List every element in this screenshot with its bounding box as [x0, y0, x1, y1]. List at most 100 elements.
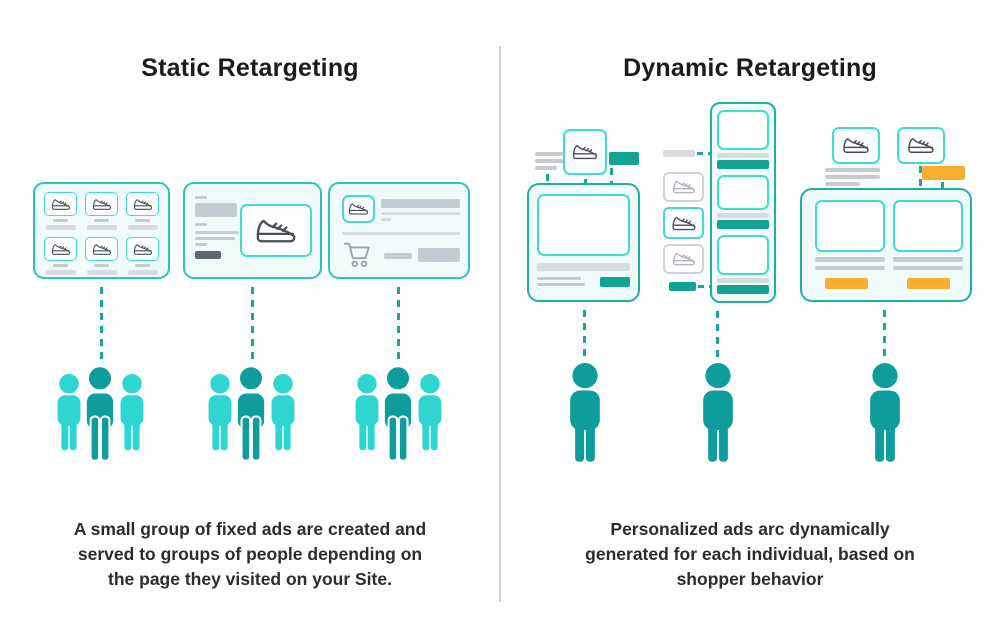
- person-icon: [79, 366, 121, 463]
- text-line-placeholder: [893, 266, 963, 270]
- audience-group: [350, 366, 447, 468]
- text-bar-placeholder: [717, 278, 769, 283]
- person-icon: [563, 363, 607, 464]
- text-bar-placeholder: [384, 253, 412, 259]
- product-thumb-inactive: [663, 244, 704, 274]
- dashed-connector: [397, 287, 400, 360]
- image-placeholder: [893, 200, 963, 252]
- text-line-placeholder: [825, 168, 880, 172]
- image-placeholder: [815, 200, 885, 252]
- text-bar-placeholder: [127, 270, 158, 275]
- dynamic-ad-frame-3: [800, 188, 972, 302]
- cta-button-teal: [717, 285, 769, 294]
- text-bar-placeholder: [86, 270, 117, 275]
- product-thumb: [85, 192, 118, 216]
- static-ad-grid-card: [33, 182, 170, 279]
- price-tag-teal: [609, 152, 639, 165]
- text-line-placeholder: [195, 243, 207, 246]
- cta-button-orange: [825, 278, 868, 289]
- text-bar-placeholder: [717, 153, 769, 158]
- dashed-connector: [697, 152, 715, 155]
- text-bar-placeholder: [381, 199, 460, 208]
- static-ad-article-card: [183, 182, 322, 279]
- sneaker-icon: [49, 197, 73, 212]
- product-thumb: [85, 237, 118, 261]
- person-icon: [230, 366, 272, 463]
- audience-group: [203, 366, 300, 468]
- image-placeholder: [717, 175, 769, 210]
- text-bar-placeholder: [663, 150, 695, 157]
- text-line-placeholder: [135, 264, 150, 267]
- divider-line: [499, 46, 501, 602]
- text-line-placeholder: [537, 283, 585, 286]
- sneaker-icon: [670, 250, 698, 268]
- dynamic-ad-frame-2: [710, 102, 776, 303]
- sneaker-icon: [669, 214, 699, 233]
- text-bar-placeholder: [45, 270, 76, 275]
- text-line-placeholder: [381, 212, 460, 215]
- product-cell: [43, 237, 78, 275]
- price-tag-orange: [922, 166, 965, 180]
- product-grid: [35, 184, 168, 277]
- product-cell: [125, 237, 160, 275]
- product-thumb: [126, 237, 159, 261]
- text-line-placeholder: [535, 159, 565, 163]
- dashed-connector: [698, 285, 714, 288]
- text-line-placeholder: [815, 266, 885, 270]
- cta-button-teal: [717, 220, 769, 229]
- sneaker-icon: [90, 197, 114, 212]
- sneaker-icon: [49, 242, 73, 257]
- person-icon: [377, 366, 419, 463]
- text-line-placeholder: [825, 182, 860, 186]
- sneaker-icon: [90, 242, 114, 257]
- product-thumb: [44, 237, 77, 261]
- image-placeholder: [717, 110, 769, 150]
- product-card: [897, 127, 945, 164]
- sneaker-icon: [569, 142, 601, 162]
- text-bar-placeholder: [717, 213, 769, 218]
- cta-button-orange: [907, 278, 950, 289]
- text-line-placeholder: [535, 152, 565, 156]
- dashed-connector: [716, 311, 719, 358]
- product-thumb-inactive: [663, 172, 704, 202]
- dashed-connector: [251, 287, 254, 360]
- text-line-placeholder: [135, 219, 150, 222]
- product-thumb: [342, 195, 375, 223]
- sneaker-icon: [839, 135, 873, 156]
- headline-bar: [537, 263, 630, 271]
- product-thumb: [126, 192, 159, 216]
- text-bar-placeholder: [45, 225, 76, 230]
- text-line-placeholder: [53, 264, 68, 267]
- cta-button-teal: [600, 277, 630, 287]
- product-thumb-active: [663, 207, 704, 239]
- cta-button-teal: [717, 160, 769, 169]
- text-line-placeholder: [195, 196, 207, 199]
- text-line-placeholder: [53, 219, 68, 222]
- image-placeholder: [537, 194, 630, 256]
- section-divider: [342, 232, 460, 235]
- product-card: [563, 129, 607, 175]
- checkout-button: [418, 248, 460, 262]
- sneaker-icon: [904, 135, 938, 156]
- left-panel-title: Static Retargeting: [141, 54, 359, 82]
- image-placeholder: [717, 235, 769, 275]
- text-line-placeholder: [195, 223, 207, 226]
- sneaker-icon: [346, 201, 371, 217]
- text-line-placeholder: [94, 219, 109, 222]
- hero-product-card: [240, 204, 312, 257]
- audience-group: [52, 366, 149, 468]
- dashed-connector: [100, 287, 103, 360]
- product-thumb: [44, 192, 77, 216]
- text-bar-placeholder: [86, 225, 117, 230]
- sneaker-icon: [251, 215, 301, 247]
- sneaker-icon: [670, 178, 698, 196]
- person-icon: [863, 363, 907, 464]
- text-line-placeholder: [195, 237, 235, 240]
- cart-icon: [343, 240, 373, 268]
- right-caption: Personalized ads arc dynamically generat…: [585, 519, 915, 589]
- product-cell: [84, 237, 119, 275]
- product-cell: [125, 192, 160, 230]
- dashed-connector: [583, 310, 586, 358]
- text-line-placeholder: [94, 264, 109, 267]
- product-card: [832, 127, 880, 164]
